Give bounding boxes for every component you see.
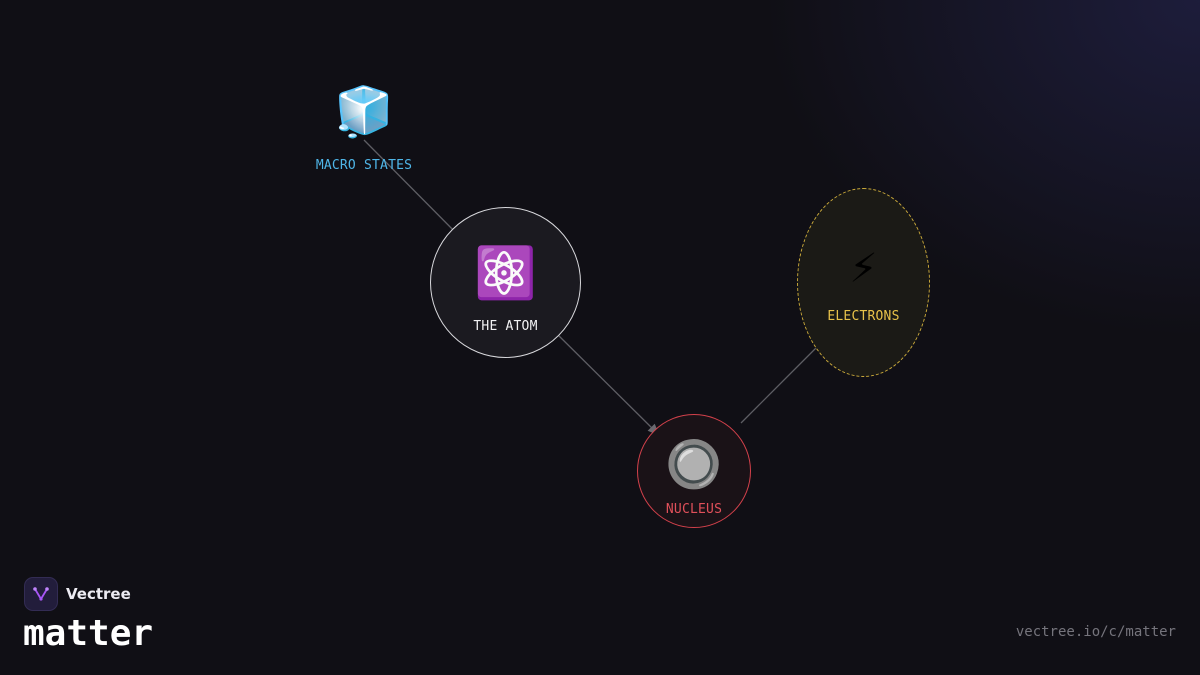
- page-title: matter: [23, 613, 154, 654]
- node-nucleus-label: NUCLEUS: [665, 502, 723, 517]
- node-electrons[interactable]: ⚡ ELECTRONS: [797, 188, 930, 377]
- node-the-atom-label: THE ATOM: [473, 319, 538, 334]
- vectree-logo-icon: [24, 577, 58, 611]
- ice-cube-icon: 🧊: [334, 84, 394, 140]
- edge-atom-to-nucleus: [552, 329, 660, 436]
- node-macro-states-label: MACRO STATES: [315, 158, 413, 173]
- radio-button-icon: 🔘: [665, 437, 723, 491]
- page-url[interactable]: vectree.io/c/matter: [1015, 624, 1176, 640]
- node-the-atom[interactable]: ⚛️ THE ATOM: [430, 207, 581, 358]
- brand[interactable]: Vectree: [24, 577, 131, 611]
- node-macro-states[interactable]: 🧊 MACRO STATES: [314, 82, 414, 182]
- brand-name: Vectree: [66, 585, 131, 603]
- node-electrons-label: ELECTRONS: [827, 309, 900, 324]
- atom-icon: ⚛️: [474, 244, 537, 302]
- node-nucleus[interactable]: 🔘 NUCLEUS: [637, 414, 751, 528]
- lightning-icon: ⚡: [849, 239, 878, 293]
